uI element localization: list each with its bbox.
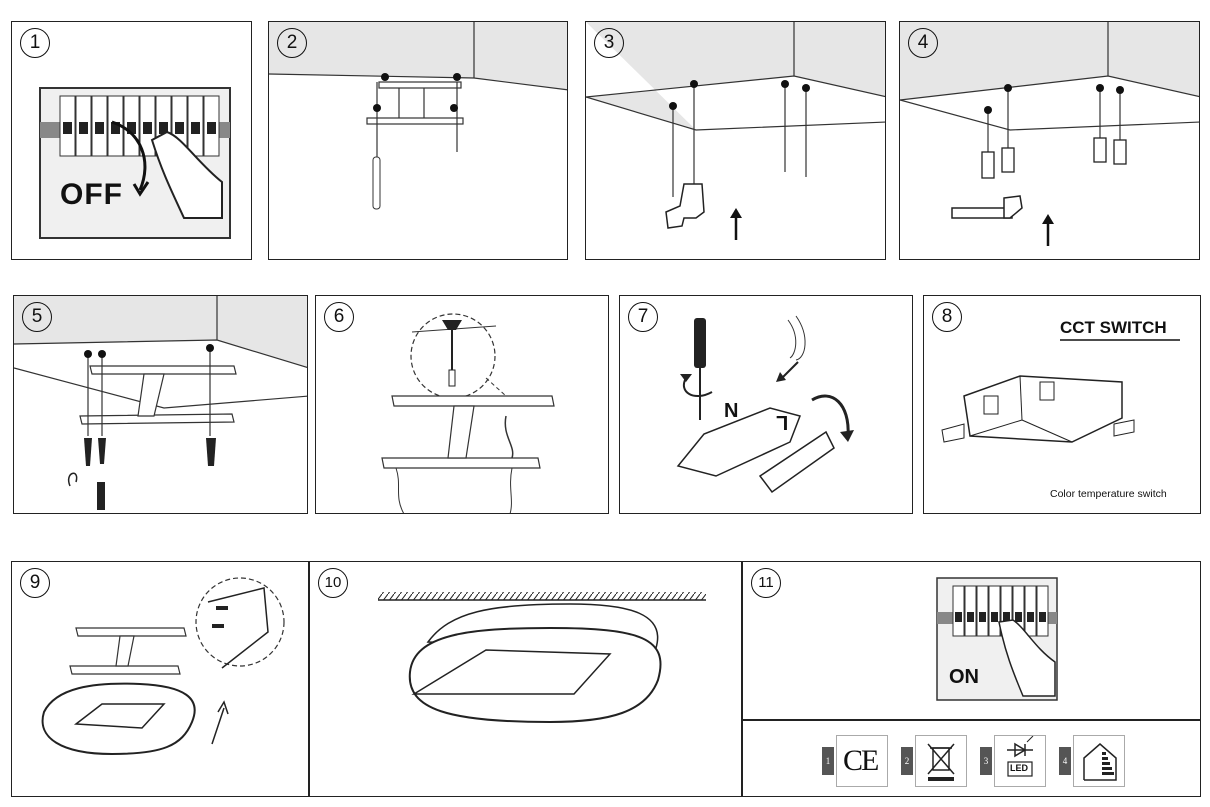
step-2-panel: 2 bbox=[268, 21, 568, 260]
mark-holes-illustration bbox=[269, 22, 567, 210]
step-number: 6 bbox=[324, 302, 354, 332]
cct-switch-caption: Color temperature switch bbox=[1050, 488, 1167, 500]
step-1-panel: 1 OFF bbox=[11, 21, 252, 260]
step-8-panel: 8 CCT SWITCH Color temperature switch bbox=[923, 295, 1201, 514]
cct-switch-illustration bbox=[941, 339, 1180, 443]
step-number: 10 bbox=[318, 568, 348, 598]
step-4-panel: 4 bbox=[899, 21, 1200, 260]
certification-panel: 1 CE 2 3 LED 4 bbox=[742, 720, 1201, 797]
step-5-panel: 5 bbox=[13, 295, 308, 514]
cct-switch-title: CCT SWITCH bbox=[1060, 318, 1167, 337]
wire-label-l: L bbox=[776, 411, 789, 433]
breaker-off-text: OFF bbox=[60, 178, 123, 211]
insert-plugs-illustration bbox=[900, 22, 1199, 246]
step-number: 7 bbox=[628, 302, 658, 332]
step-10-panel: 10 bbox=[309, 561, 742, 797]
mount-bracket-illustration bbox=[14, 296, 307, 510]
step-number: 4 bbox=[908, 28, 938, 58]
installed-lamp-illustration bbox=[378, 592, 706, 724]
cert-index: 1 bbox=[822, 747, 834, 775]
step-6-panel: 6 bbox=[315, 295, 609, 514]
wiring-illustration bbox=[676, 315, 854, 494]
step-number: 8 bbox=[932, 302, 962, 332]
step-number: 3 bbox=[594, 28, 624, 58]
energy-class-house-icon bbox=[1073, 735, 1125, 787]
cert-index: 4 bbox=[1059, 747, 1071, 775]
step-7-panel: 7 N L bbox=[619, 295, 913, 514]
cert-index: 2 bbox=[901, 747, 913, 775]
step-11-panel: 11 ON bbox=[742, 561, 1201, 720]
breaker-off-illustration bbox=[39, 87, 231, 239]
step-number: 11 bbox=[751, 568, 781, 598]
ce-mark-text: CE bbox=[843, 744, 879, 777]
breaker-on-illustration bbox=[936, 577, 1058, 701]
step-number: 1 bbox=[20, 28, 50, 58]
drill-holes-illustration bbox=[586, 22, 885, 240]
hang-cable-illustration bbox=[381, 313, 555, 513]
step-number: 5 bbox=[22, 302, 52, 332]
step-number: 9 bbox=[20, 568, 50, 598]
step-number: 2 bbox=[277, 28, 307, 58]
step-9-panel: 9 bbox=[11, 561, 309, 797]
led-diode-icon: LED bbox=[994, 735, 1046, 787]
cert-index: 3 bbox=[980, 747, 992, 775]
weee-bin-icon bbox=[915, 735, 967, 787]
step-3-panel: 3 bbox=[585, 21, 886, 260]
wire-label-n: N bbox=[724, 400, 739, 422]
attach-lamp-illustration bbox=[41, 577, 285, 756]
ce-mark-icon: CE bbox=[836, 735, 888, 787]
breaker-on-text: ON bbox=[949, 666, 979, 688]
led-label: LED bbox=[1010, 763, 1028, 773]
